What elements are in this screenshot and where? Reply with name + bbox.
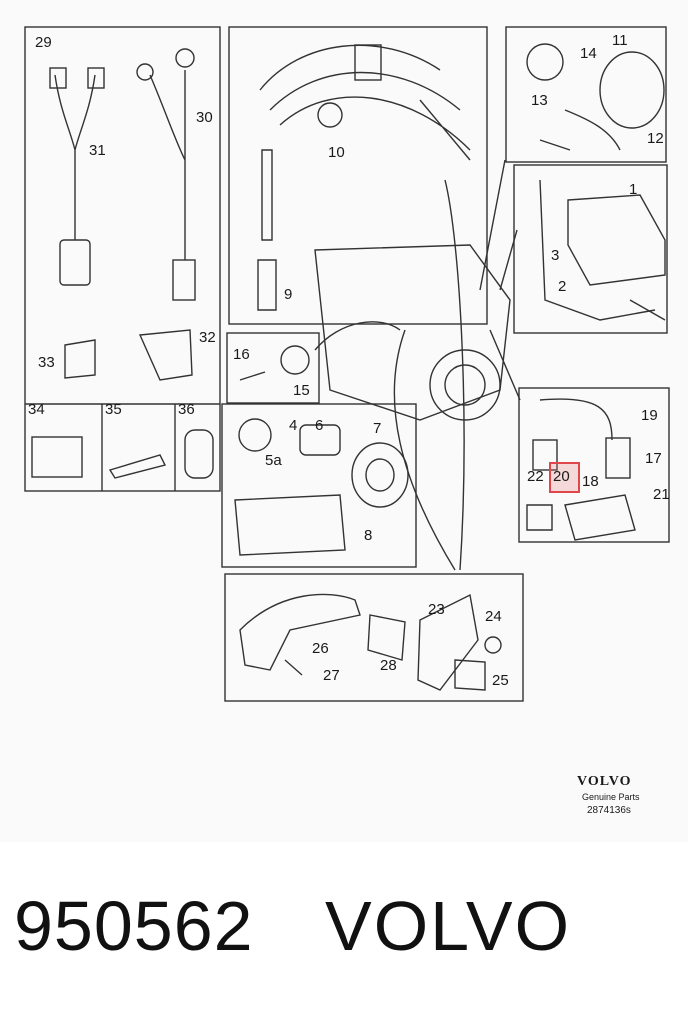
label-2: 2 xyxy=(558,278,567,295)
part-number: 950562 xyxy=(14,887,254,965)
highlight-part-20[interactable] xyxy=(549,462,580,493)
label-14: 14 xyxy=(580,45,597,62)
diagram-artwork xyxy=(24,26,670,702)
label-34: 34 xyxy=(28,401,45,418)
label-12: 12 xyxy=(647,130,664,147)
parts-diagram: 29 30 31 32 33 34 35 36 10 9 11 14 13 12… xyxy=(24,26,670,816)
label-18: 18 xyxy=(582,473,599,490)
label-9: 9 xyxy=(284,286,293,303)
label-22: 22 xyxy=(527,468,544,485)
label-25: 25 xyxy=(492,672,509,689)
label-6: 6 xyxy=(315,417,324,434)
knock-sensor-frame xyxy=(226,332,320,404)
label-29: 29 xyxy=(35,34,52,51)
label-27: 27 xyxy=(323,667,340,684)
label-33: 33 xyxy=(38,354,55,371)
label-1: 1 xyxy=(629,181,638,198)
brand-name: VOLVO xyxy=(325,887,572,965)
label-36: 36 xyxy=(178,401,195,418)
label-5a: 5a xyxy=(265,452,282,469)
label-13: 13 xyxy=(531,92,548,109)
drawing-number: 2874136s xyxy=(587,805,631,816)
label-21: 21 xyxy=(653,486,670,503)
harness-group-frame xyxy=(24,26,221,492)
label-15: 15 xyxy=(293,382,310,399)
label-31: 31 xyxy=(89,142,106,159)
label-16: 16 xyxy=(233,346,250,363)
label-17: 17 xyxy=(645,450,662,467)
genuine-parts-text: Genuine Parts xyxy=(582,792,640,802)
label-23: 23 xyxy=(428,601,445,618)
label-35: 35 xyxy=(105,401,122,418)
label-8: 8 xyxy=(364,527,373,544)
label-11: 11 xyxy=(612,32,628,49)
bracket-frame xyxy=(224,573,524,702)
distributor-motor-frame xyxy=(505,26,667,163)
ignition-coil-frame xyxy=(513,164,668,334)
volvo-logo: VOLVO xyxy=(577,774,632,789)
label-26: 26 xyxy=(312,640,329,657)
label-30: 30 xyxy=(196,109,213,126)
distributor-frame xyxy=(221,403,417,568)
label-19: 19 xyxy=(641,407,658,424)
label-10: 10 xyxy=(328,144,345,161)
ignition-leads-frame xyxy=(228,26,488,325)
label-24: 24 xyxy=(485,608,502,625)
label-28: 28 xyxy=(380,657,397,674)
label-4: 4 xyxy=(289,417,298,434)
crank-sensor-frame xyxy=(518,387,670,543)
label-7: 7 xyxy=(373,420,382,437)
label-3: 3 xyxy=(551,247,560,264)
label-20: 20 xyxy=(553,468,570,485)
label-32: 32 xyxy=(199,329,216,346)
